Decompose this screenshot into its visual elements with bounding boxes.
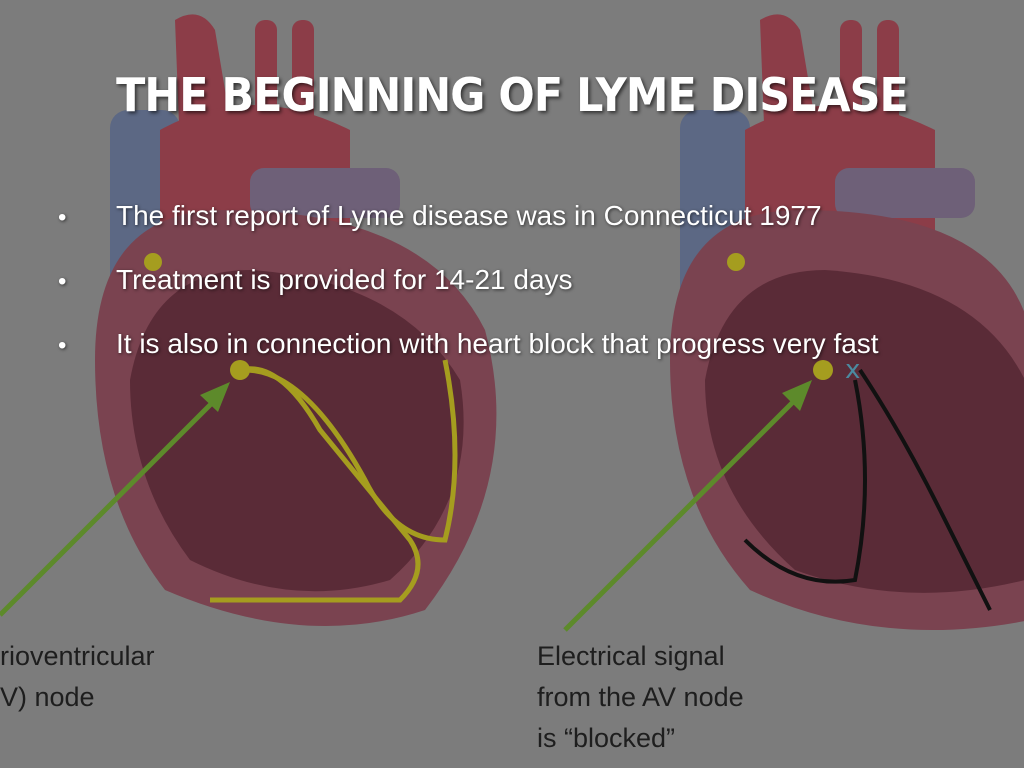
bullet-item: • Treatment is provided for 14-21 days bbox=[58, 260, 879, 324]
bullet-icon: • bbox=[58, 268, 67, 295]
label-line: rioventricular bbox=[0, 641, 155, 671]
slide-title: THE BEGINNING OF LYME DISEASE bbox=[116, 68, 909, 122]
blocked-signal-label: Electrical signal from the AV node is “b… bbox=[537, 636, 744, 759]
bullet-item: • It is also in connection with heart blo… bbox=[58, 324, 879, 388]
bullet-text: It is also in connection with heart bloc… bbox=[116, 328, 879, 359]
label-line: is “blocked” bbox=[537, 723, 676, 753]
left-heart-illustration bbox=[0, 14, 497, 626]
bullet-icon: • bbox=[58, 204, 67, 231]
bullet-text: Treatment is provided for 14-21 days bbox=[116, 264, 573, 295]
bullet-text: The first report of Lyme disease was in … bbox=[116, 200, 822, 231]
label-line: from the AV node bbox=[537, 682, 744, 712]
right-heart-illustration: x bbox=[563, 14, 1024, 632]
av-node-label: rioventricular V) node bbox=[0, 636, 155, 718]
label-line: V) node bbox=[0, 682, 95, 712]
bullet-list: • The first report of Lyme disease was in… bbox=[58, 196, 879, 388]
bullet-icon: • bbox=[58, 332, 67, 359]
svg-text:x: x bbox=[845, 355, 860, 385]
label-line: Electrical signal bbox=[537, 641, 725, 671]
bullet-item: • The first report of Lyme disease was in… bbox=[58, 196, 879, 260]
